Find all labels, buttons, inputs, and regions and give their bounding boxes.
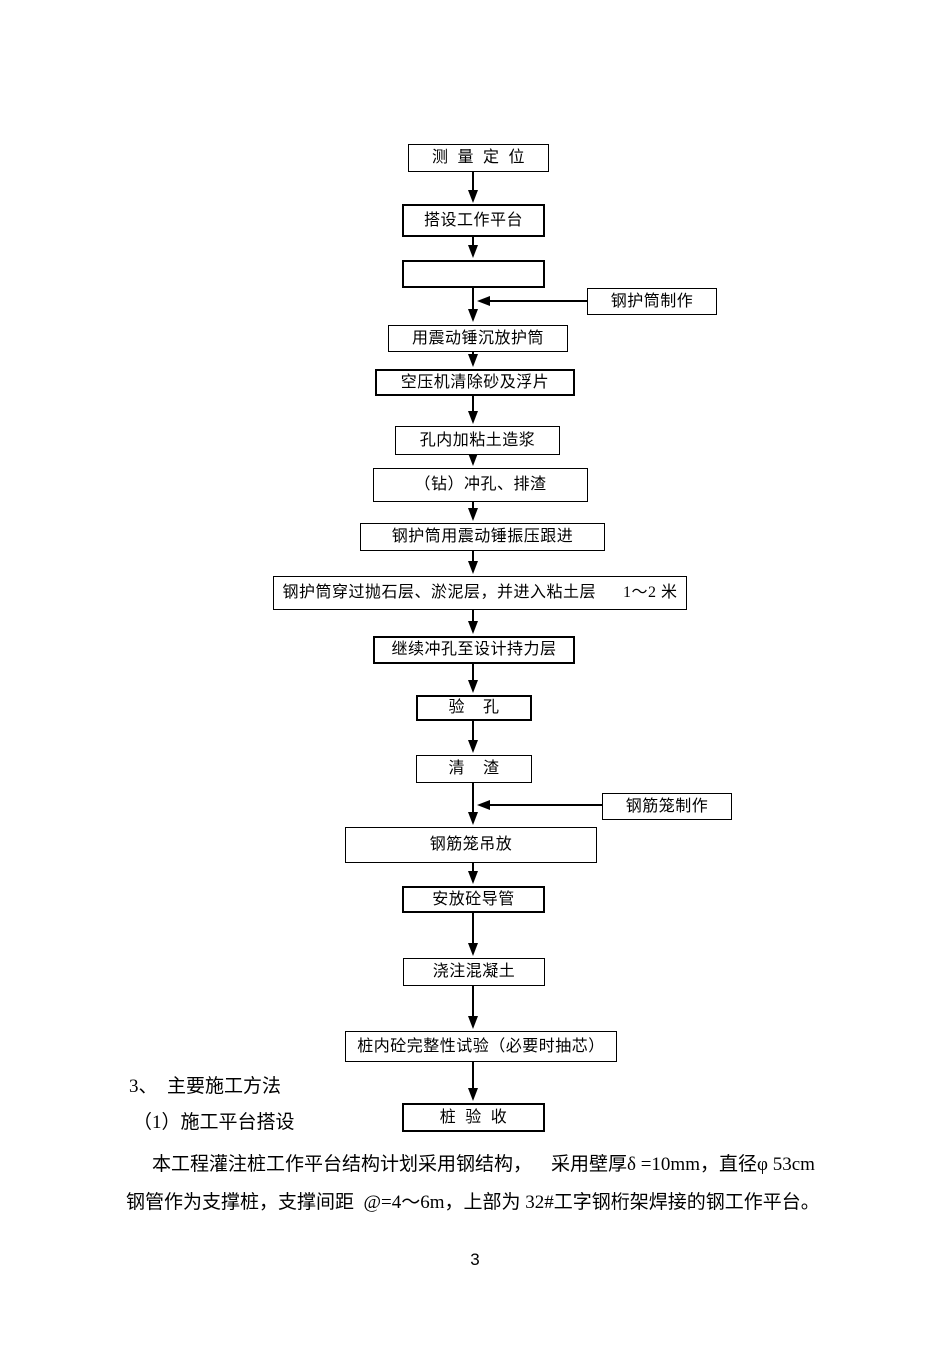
flow-node-clean-slag: 清 渣 <box>416 755 532 783</box>
flow-node-casing-through-layers: 钢护筒穿过抛石层、淤泥层，并进入粘土层 1～2 米 <box>273 576 687 610</box>
paragraph-line-1: 本工程灌注桩工作平台结构计划采用钢结构， 采用壁厚δ =10mm，直径φ 53c… <box>152 1154 815 1175</box>
flow-node-steel-casing-fabrication: 钢护筒制作 <box>587 288 717 315</box>
flow-node-pour-concrete: 浇注混凝土 <box>403 958 545 986</box>
flow-node-air-compressor-clean: 空压机清除砂及浮片 <box>375 369 575 396</box>
flow-node-rebar-cage-fabrication: 钢筋笼制作 <box>602 793 732 820</box>
flow-node-rebar-cage-lowering: 钢筋笼吊放 <box>345 827 597 863</box>
flow-node-measure-position: 测 量 定 位 <box>408 144 549 172</box>
flow-node-clay-slurry-in-hole: 孔内加粘土造浆 <box>395 426 560 455</box>
flow-node-casing-vibro-follow: 钢护筒用震动锤振压跟进 <box>360 523 605 551</box>
flow-node-setup-work-platform: 搭设工作平台 <box>402 204 545 237</box>
flow-node-place-concrete-conduit: 安放砼导管 <box>402 886 545 913</box>
flow-node-integrity-test: 桩内砼完整性试验（必要时抽芯） <box>345 1031 617 1062</box>
flow-node-drill-punch-remove-slag: （钻）冲孔、排渣 <box>373 468 588 502</box>
paragraph-line-2: 钢管作为支撑桩，支撑间距 @=4～6m，上部为 32#工字钢桁架焊接的钢工作平台… <box>126 1192 820 1213</box>
flow-node-pile-acceptance: 桩 验 收 <box>402 1103 545 1132</box>
flow-node-sink-casing-vibro-hammer: 用震动锤沉放护筒 <box>388 325 568 352</box>
flow-node-empty <box>402 260 545 288</box>
flow-node-continue-punch-bearing: 继续冲孔至设计持力层 <box>373 636 575 664</box>
sub-heading: （1）施工平台搭设 <box>133 1112 295 1133</box>
page-number: 3 <box>470 1250 480 1269</box>
section-heading: 3、 主要施工方法 <box>129 1076 282 1097</box>
flow-node-inspect-hole: 验 孔 <box>416 695 532 721</box>
